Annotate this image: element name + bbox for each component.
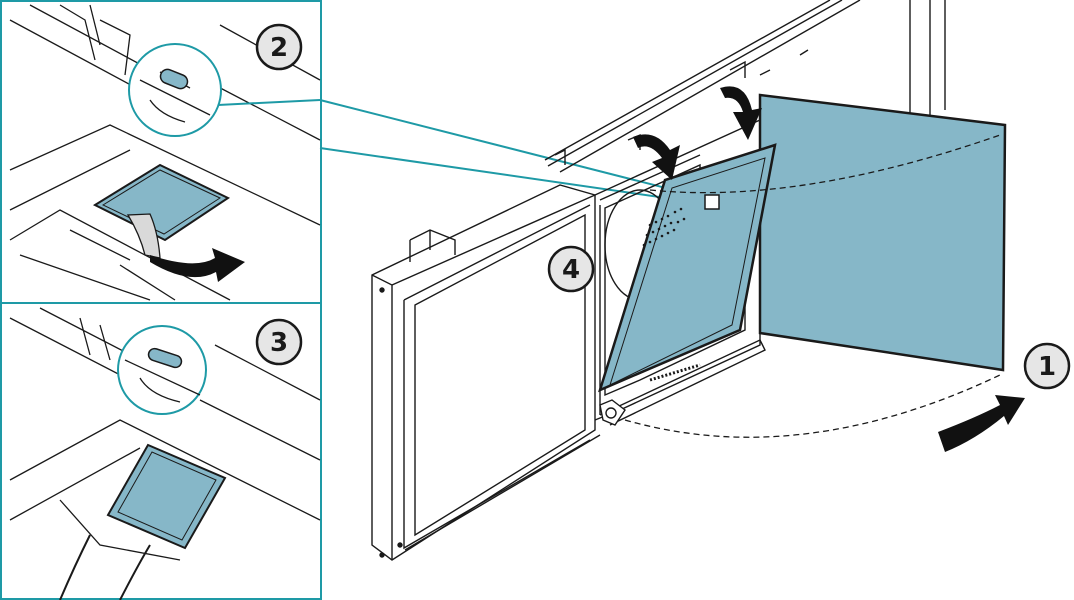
step-2-badge bbox=[255, 23, 303, 71]
detail-panels: 2 3 bbox=[0, 0, 322, 600]
step-4-badge bbox=[547, 245, 595, 293]
callout-line-bottom bbox=[319, 147, 709, 205]
peel-arrow-icon bbox=[150, 248, 245, 282]
grease-filter-door bbox=[758, 93, 1007, 372]
step-4-label: 4 bbox=[562, 255, 580, 285]
step-3-badge bbox=[255, 318, 303, 366]
zoom-circle-2 bbox=[128, 43, 222, 137]
grease-filter-tilted bbox=[598, 143, 777, 393]
protective-film bbox=[126, 213, 161, 259]
step-3-label: 3 bbox=[270, 328, 288, 358]
callout-line-top bbox=[319, 99, 714, 201]
panel-3-artwork bbox=[9, 307, 321, 600]
swing-arc-top bbox=[649, 134, 1001, 194]
panel-3-frame bbox=[0, 302, 322, 600]
step-1-label: 1 bbox=[1038, 352, 1056, 382]
step-2-label: 2 bbox=[270, 33, 288, 63]
zoom-circle-3 bbox=[117, 325, 207, 415]
callout-line-2a bbox=[217, 99, 321, 106]
latch-slot bbox=[147, 347, 183, 369]
panel-2-artwork bbox=[9, 4, 321, 301]
swing-arc-bottom bbox=[624, 374, 1001, 438]
curved-arrow-icon bbox=[938, 395, 1025, 452]
grease-filter-small-installed bbox=[106, 443, 227, 550]
filter-latch bbox=[704, 194, 720, 210]
hood-outer-frame bbox=[371, 184, 596, 561]
curved-arrow-down-icon-2 bbox=[720, 86, 762, 140]
filter-perforations bbox=[642, 207, 686, 247]
latch-tab bbox=[159, 68, 189, 90]
step-1-badge bbox=[1023, 342, 1071, 390]
grease-filter-small bbox=[92, 163, 231, 242]
curved-arrow-down-icon bbox=[633, 134, 680, 180]
hood-body bbox=[371, 0, 946, 561]
